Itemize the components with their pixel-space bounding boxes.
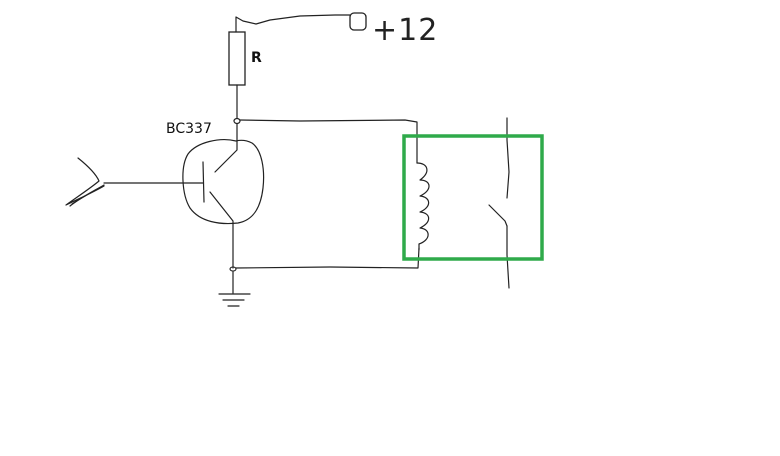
transistor-label: BC337 — [166, 121, 212, 137]
supply-terminal — [349, 12, 367, 31]
supply-label: +12 — [372, 13, 438, 48]
supply-wire — [235, 14, 351, 33]
input-plug-icon — [65, 157, 105, 206]
transistor-emitter — [209, 191, 234, 269]
resistor-label: R — [251, 50, 262, 66]
resistor — [228, 31, 246, 86]
coil-top-wire — [239, 119, 418, 164]
relay-box — [402, 134, 544, 261]
ground-icon — [218, 293, 251, 307]
transistor-base-bar — [202, 161, 205, 203]
transistor-body — [182, 139, 265, 225]
relay-coil — [416, 162, 430, 251]
relay-switch-lower — [506, 225, 510, 289]
transistor-collector — [214, 123, 238, 173]
relay-switch-upper — [506, 117, 510, 199]
top-junction — [233, 117, 241, 125]
coil-bottom-wire — [235, 247, 420, 269]
relay-switch-blade — [488, 204, 508, 227]
input-plug-tip — [69, 184, 105, 207]
